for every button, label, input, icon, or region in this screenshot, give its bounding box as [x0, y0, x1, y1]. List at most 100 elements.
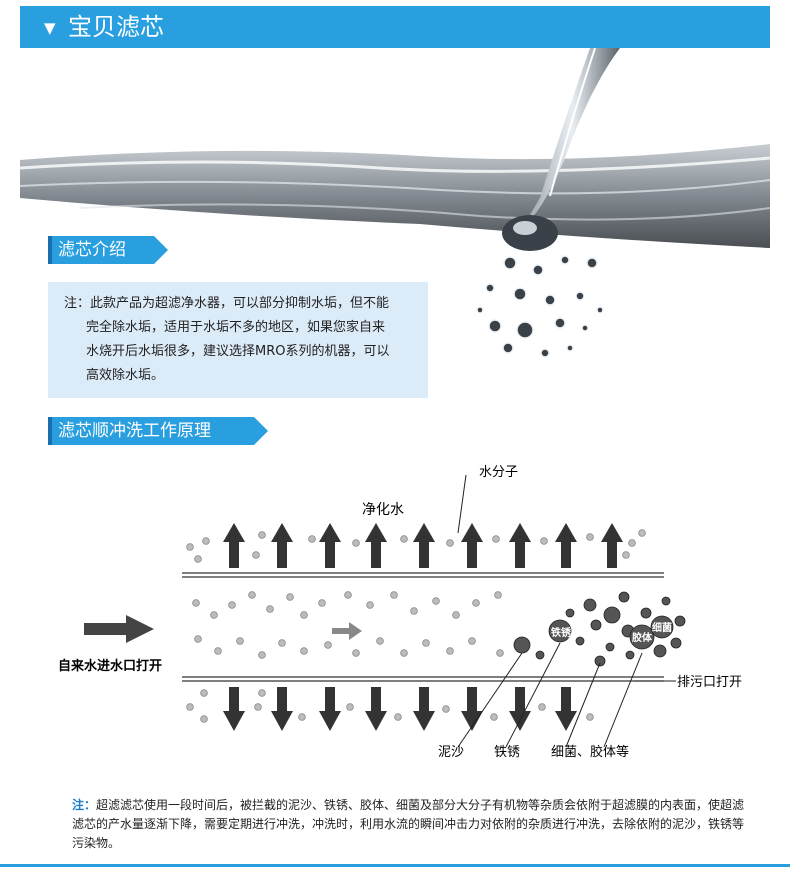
water-molecule-dot: [266, 605, 274, 613]
water-molecule-dot: [586, 713, 594, 721]
intro-line: 注：此款产品为超滤净水器，可以部分抑制水垢，但不能: [64, 296, 390, 311]
water-molecule-dot: [308, 535, 316, 543]
water-molecule-dot: [248, 591, 256, 599]
impurity-particle: [590, 619, 602, 631]
water-molecule-dot: [400, 649, 408, 657]
water-molecule-dot: [286, 593, 294, 601]
water-molecule-dot: [202, 537, 210, 545]
down-arrow-shaft: [561, 687, 571, 713]
flow-arrow-head: [349, 622, 362, 640]
water-molecule-dot: [410, 607, 418, 615]
label-purified-water: 净化水: [362, 502, 404, 518]
water-molecule-dot: [194, 635, 202, 643]
water-molecule-dot: [494, 591, 502, 599]
flow-arrow-shaft: [332, 628, 350, 634]
water-molecule-dot: [394, 713, 402, 721]
water-molecule-dot: [214, 647, 222, 655]
down-arrow-head: [461, 711, 483, 731]
up-arrow-head: [601, 523, 623, 542]
section-title-principle: 滤芯顺冲洗工作原理: [48, 417, 268, 445]
note-paragraph: 注：超滤滤芯使用一段时间后，被拦截的泥沙、铁锈、胶体、细菌及部分大分子有机物等杂…: [72, 796, 752, 853]
down-arrow-head: [413, 711, 435, 731]
water-molecule-dot: [496, 649, 504, 657]
down-arrow-shaft: [419, 687, 429, 713]
rust-ball: 铁锈: [551, 626, 571, 639]
water-molecule-dot: [344, 591, 352, 599]
water-molecule-dot: [346, 703, 354, 711]
impurity-particle: [513, 636, 531, 654]
water-molecule-dot: [432, 597, 440, 605]
water-molecule-dot: [390, 591, 398, 599]
impurity-particle: [603, 606, 621, 624]
water-molecule-dot: [352, 649, 360, 657]
down-arrow-head: [365, 711, 387, 731]
water-molecule-dot: [622, 551, 630, 559]
water-molecule-dot: [352, 539, 360, 547]
up-arrow-shaft: [277, 540, 287, 568]
down-arrow-head: [223, 711, 245, 731]
label-rust: 铁锈: [494, 745, 521, 760]
water-molecule-dot: [628, 539, 636, 547]
water-molecule-dot: [192, 599, 200, 607]
colloid-leader: [603, 652, 643, 748]
water-molecule-dot: [300, 611, 308, 619]
impurity-particle: [575, 636, 585, 646]
intro-box: 注：此款产品为超滤净水器，可以部分抑制水垢，但不能 完全除水垢，适用于水垢不多的…: [48, 282, 428, 398]
colloid-ball: 胶体: [632, 631, 653, 644]
up-arrow-head: [271, 523, 293, 542]
water-molecule-dot: [468, 637, 476, 645]
water-molecule-dot: [490, 713, 498, 721]
label-drain: 排污口打开: [677, 675, 743, 690]
up-arrow-shaft: [419, 540, 429, 568]
water-splash-image: [20, 48, 770, 378]
impurity-particle: [618, 591, 630, 603]
label-bacteria-colloid: 细菌、胶体等: [551, 745, 630, 760]
water-molecule-dot: [252, 551, 260, 559]
water-molecule-dot: [540, 537, 548, 545]
bacteria-ball: 细菌: [652, 621, 672, 634]
flush-diagram: 铁锈胶体细菌 水分子 净化水 自来水进水口打开 排污口打开 泥沙 铁锈 细菌、胶…: [0, 455, 790, 785]
water-molecule-dot: [236, 637, 244, 645]
water-molecule-dot: [200, 689, 208, 697]
water-molecule-dot: [586, 533, 594, 541]
up-arrow-shaft: [229, 540, 239, 568]
up-arrow-shaft: [515, 540, 525, 568]
water-molecule-dot: [442, 705, 450, 713]
up-arrow-shaft: [561, 540, 571, 568]
impurity-particle: [650, 615, 674, 639]
rust-leader: [505, 642, 561, 748]
impurity-particle: [653, 644, 667, 658]
down-arrow-shaft: [515, 687, 525, 713]
pill-edge: [48, 236, 52, 264]
inlet-arrow-head: [126, 615, 154, 643]
water-molecule-dot: [200, 715, 208, 723]
impurity-particle: [674, 615, 686, 627]
up-arrow-shaft: [325, 540, 335, 568]
water-molecule-dot: [258, 651, 266, 659]
water-molecule-dot: [258, 689, 266, 697]
up-arrow-head: [461, 523, 483, 542]
down-arrow-shaft: [467, 687, 477, 713]
down-arrow-head: [319, 711, 341, 731]
water-molecule-dot: [324, 641, 332, 649]
down-arrow-head: [271, 711, 293, 731]
section-title-intro-text: 滤芯介绍: [58, 240, 126, 260]
intro-line: 完全除水垢，适用于水垢不多的地区，如果您家自来: [86, 320, 386, 335]
label-inlet: 自来水进水口打开: [58, 659, 163, 674]
label-water-molecule: 水分子: [479, 465, 519, 480]
section-title-intro: 滤芯介绍: [48, 236, 168, 264]
intro-line: 高效除水垢。: [86, 368, 165, 383]
up-arrow-head: [509, 523, 531, 542]
triangle-down-icon: ▼: [44, 19, 56, 37]
down-arrow-shaft: [277, 687, 287, 713]
intro-text: 注：此款产品为超滤净水器，可以部分抑制水垢，但不能 完全除水垢，适用于水垢不多的…: [64, 292, 418, 388]
section-header: ▼ 宝贝滤芯: [20, 6, 770, 48]
water-molecule-dot: [366, 601, 374, 609]
water-molecule-dot: [186, 543, 194, 551]
up-arrow-head: [413, 523, 435, 542]
water-molecule-dot: [452, 611, 460, 619]
section-title-principle-text: 滤芯顺冲洗工作原理: [58, 421, 211, 441]
up-arrow-head: [319, 523, 341, 542]
water-molecule-dot: [318, 599, 326, 607]
impurity-particle: [605, 642, 615, 652]
